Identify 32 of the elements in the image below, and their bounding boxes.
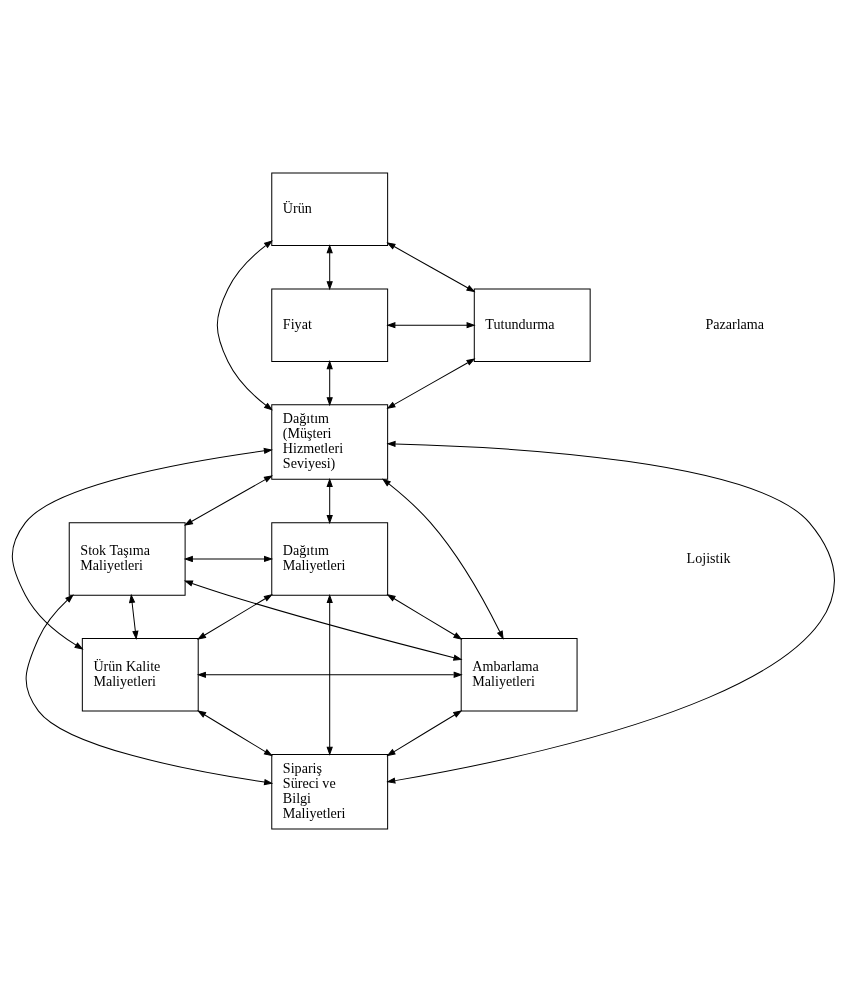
arrow [197, 709, 273, 756]
arrow [183, 474, 273, 526]
label: Lojistik [686, 549, 731, 566]
arrow [386, 357, 476, 409]
arrow [326, 359, 333, 406]
node-box: Sipariş Süreci ve Bilgi Maliyetleri [271, 753, 389, 829]
node-box: Fiyat [271, 287, 389, 362]
arrow [386, 241, 476, 292]
node-box: Dağıtım Maliyetleri [271, 521, 389, 596]
arrow [326, 477, 333, 524]
arrow [128, 593, 139, 640]
arrow [11, 447, 273, 650]
arrow [326, 593, 333, 756]
arrow [326, 243, 333, 290]
node-box: Stok Taşıma Maliyetleri [68, 521, 186, 596]
arrow [196, 593, 273, 640]
arrow [183, 580, 463, 661]
arrow [386, 440, 834, 784]
arrow [183, 555, 274, 562]
arrow [216, 239, 273, 411]
node-box: Dağıtım (Müşteri Hizmetleri Seviyesi) [271, 403, 389, 480]
arrow [381, 477, 504, 640]
node-box: Ambarlama Maliyetleri [460, 637, 578, 712]
label: Pazarlama [705, 315, 765, 332]
node-box: Ürün Kalite Maliyetleri [81, 637, 199, 712]
node-box: Tutundurma [473, 287, 591, 362]
arrow [386, 321, 476, 328]
node-box: Ürün [271, 172, 389, 246]
arrow [386, 593, 463, 640]
arrow [386, 709, 463, 756]
arrow [196, 671, 463, 678]
arrow [25, 593, 274, 785]
